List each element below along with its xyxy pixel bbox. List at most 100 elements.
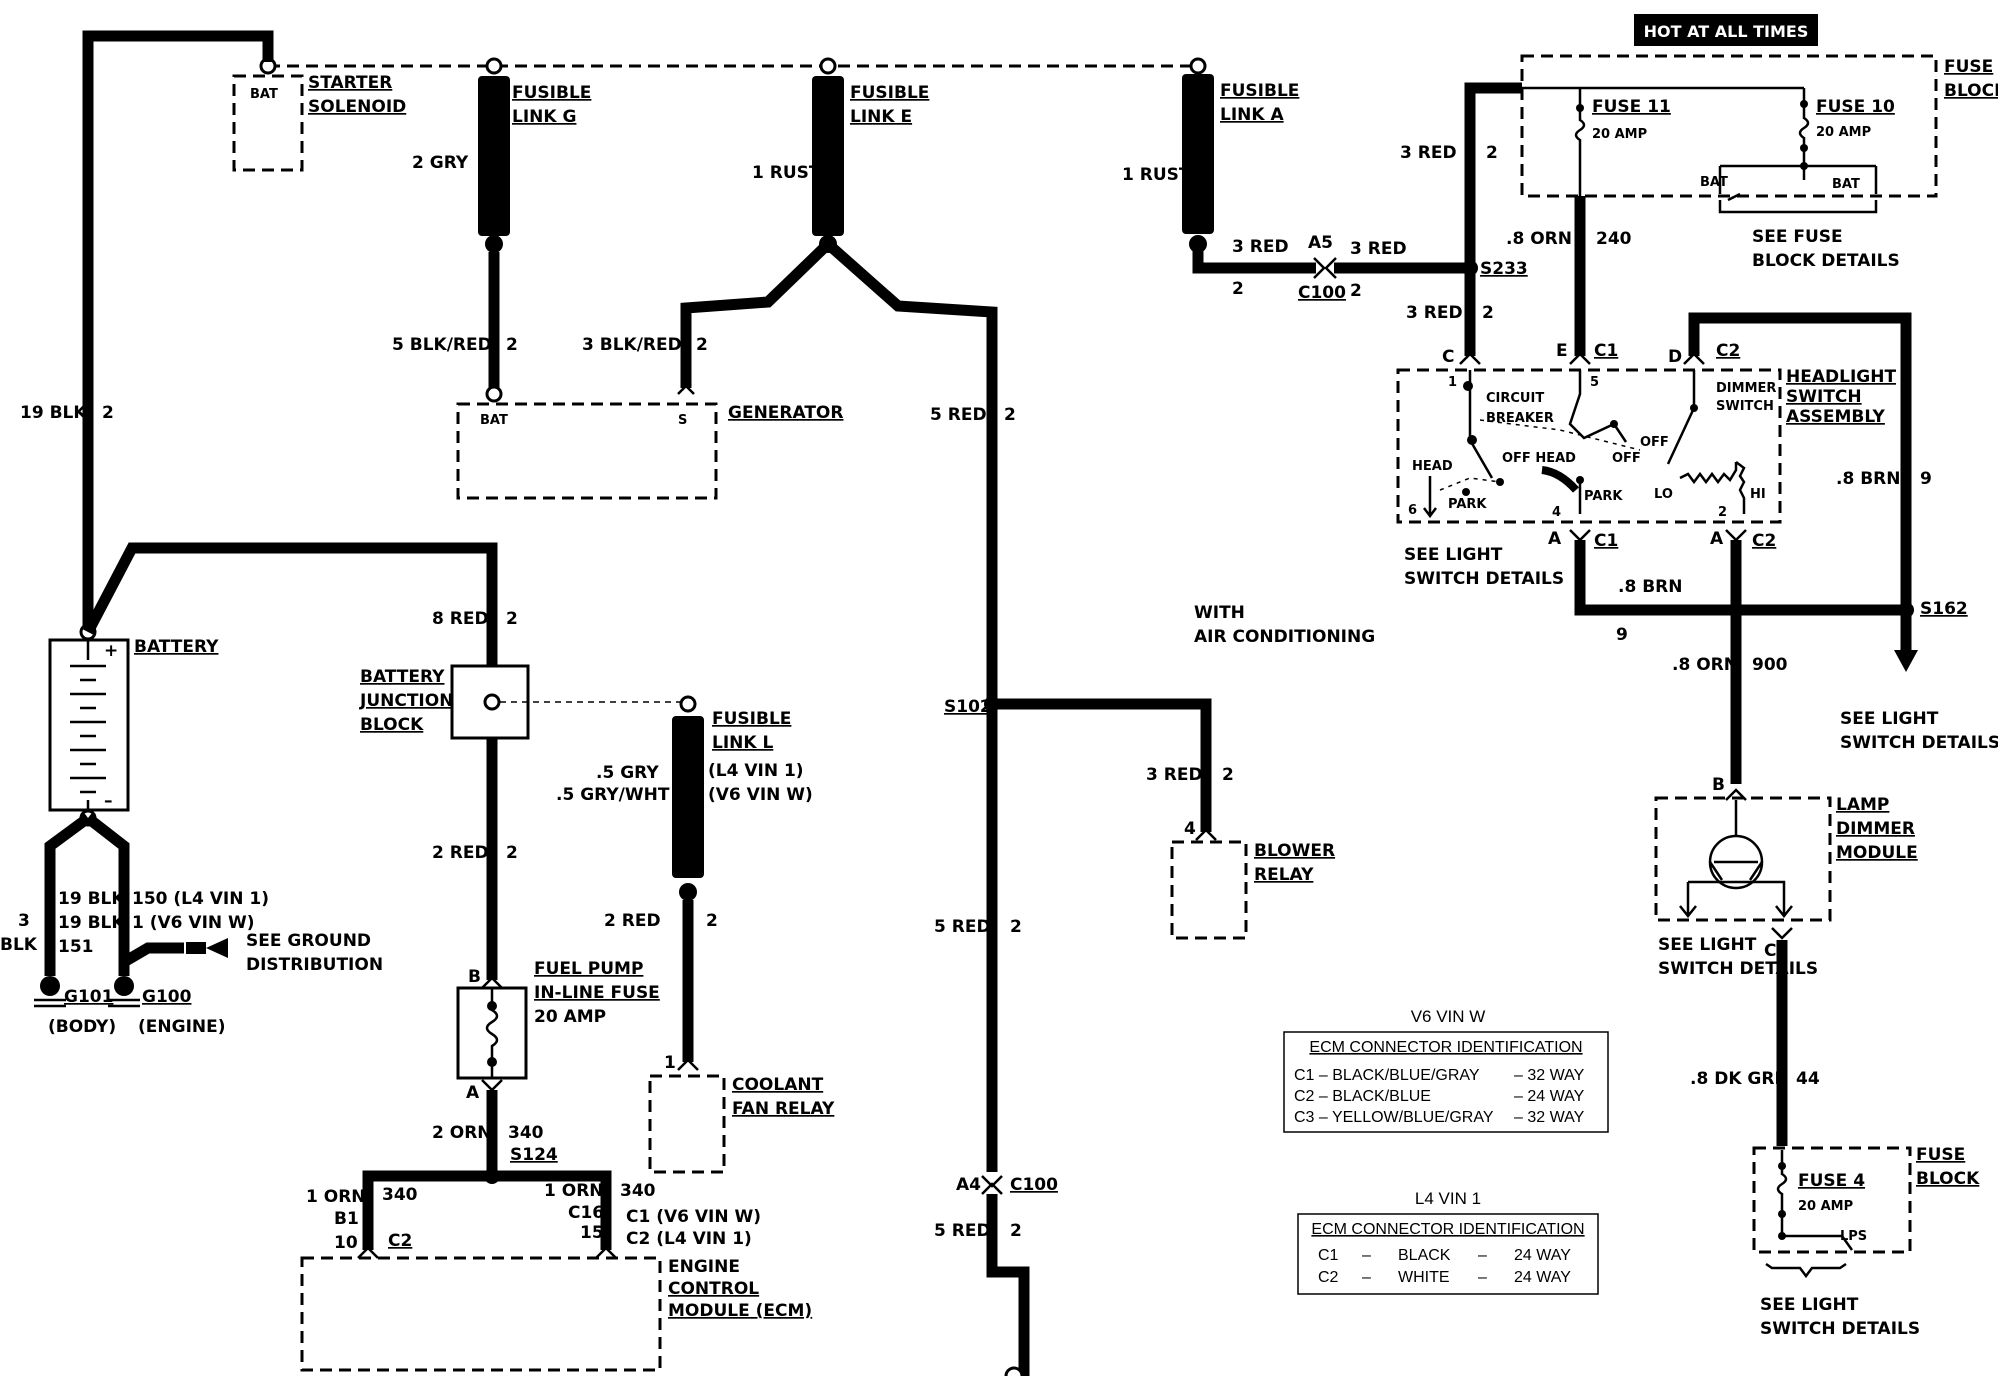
wire-fl-e-generator xyxy=(680,240,832,388)
gen-s-terminal xyxy=(677,384,695,395)
starter-solenoid-box xyxy=(232,74,304,172)
ecm-c2-left: C2 xyxy=(388,1231,412,1251)
ecm-conn-left xyxy=(357,1246,379,1259)
fuse-block-top xyxy=(1520,54,1938,198)
wire-label-5gry: .5 GRY xyxy=(596,763,659,783)
fuse-block-bottom xyxy=(1752,1146,1912,1254)
wire-label-3red-c: 3 RED xyxy=(1400,143,1457,163)
ecm-l4-r2-c4: – xyxy=(1478,1269,1487,1286)
ecm-v6-row2-b: – 24 WAY xyxy=(1514,1088,1585,1105)
see-lsd-label-2a: SWITCH DETAILS xyxy=(1404,569,1564,589)
fl-e-label-2: LINK E xyxy=(850,107,912,127)
fuel-pump-fuse-symbol xyxy=(485,988,499,1078)
hs-off-dot xyxy=(1610,420,1618,428)
fuse-10-label-1: FUSE 10 xyxy=(1816,97,1895,117)
conn-c-label: C xyxy=(1442,347,1454,367)
battery-plus: + xyxy=(104,641,118,661)
gen-bat-node xyxy=(485,385,503,403)
wire-label-a5: A5 xyxy=(1308,233,1333,253)
wire-label-3red-a: 3 RED xyxy=(1232,237,1289,257)
generator-label: GENERATOR xyxy=(728,403,843,423)
wire-label-b1: B1 xyxy=(334,1209,359,1229)
ecm-conn-right xyxy=(595,1246,617,1259)
ground-dist-stub xyxy=(118,942,184,976)
ecm-l4-r1-c3: BLACK xyxy=(1398,1247,1451,1264)
wire-label-19blk-b: 19 BLK xyxy=(58,913,125,933)
see-lsd-label-1d: SEE LIGHT xyxy=(1760,1295,1859,1315)
see-lsd-label-1c: SEE LIGHT xyxy=(1658,935,1757,955)
wire-label-2j: 2 xyxy=(706,911,718,931)
blower-conn xyxy=(1195,828,1217,841)
wire-label-5red-c: 5 RED xyxy=(934,1221,991,1241)
ds-dot xyxy=(1690,404,1698,412)
fusible-link-e xyxy=(812,76,844,236)
wire-label-340a: 340 xyxy=(508,1123,544,1143)
with-ac-1: WITH xyxy=(1194,603,1245,623)
blower-relay-box xyxy=(1170,840,1248,940)
wire-label-3: 3 xyxy=(18,911,30,931)
ground-dist-arrow xyxy=(206,938,228,958)
fl-l-label-2: LINK L xyxy=(712,733,773,753)
sw-lo-label: LO xyxy=(1654,487,1673,502)
wire-label-1rust-b: 1 RUST xyxy=(1122,165,1191,185)
coolant-label-1: COOLANT xyxy=(732,1075,824,1095)
wire-label-340b: 340 xyxy=(382,1185,418,1205)
ground-g101 xyxy=(40,976,60,996)
pin-5: 5 xyxy=(1590,375,1599,390)
ecm-v6-heading: V6 VIN W xyxy=(1411,1007,1486,1026)
ecm-label-2: CONTROL xyxy=(668,1279,759,1299)
head-ground-arrow xyxy=(1423,476,1437,519)
see-lsd-label-2b: SWITCH DETAILS xyxy=(1840,733,1998,753)
fp-pin-a: A xyxy=(466,1083,480,1103)
g100-label: G100 xyxy=(142,987,192,1007)
wire-label-2gry: 2 GRY xyxy=(412,153,469,173)
hot-at-all-times-banner xyxy=(1634,14,1818,46)
wire-s102-blower xyxy=(992,698,1212,832)
ldm-connector-c xyxy=(1771,927,1793,940)
connector-e-top xyxy=(1569,352,1591,365)
generator-box xyxy=(456,402,718,500)
gen-s-label: S xyxy=(678,413,687,428)
with-ac-2: AIR CONDITIONING xyxy=(1194,627,1375,647)
battery-minus: – xyxy=(104,791,113,811)
wire-label-44: 44 xyxy=(1796,1069,1820,1089)
fuse-block-label-2: BLOCK xyxy=(1944,81,1998,101)
ldm-pin-b: B xyxy=(1712,775,1725,795)
wire-label-2e: 2 xyxy=(1232,279,1244,299)
fp-label-1: FUEL PUMP xyxy=(534,959,643,979)
pin-2: 2 xyxy=(1718,505,1727,520)
headlight-label-3: ASSEMBLY xyxy=(1786,407,1886,427)
starter-solenoid-label-2: SOLENOID xyxy=(308,97,406,117)
wire-label-5blkred: 5 BLK/RED xyxy=(392,335,492,355)
fuse-11-label-2: 20 AMP xyxy=(1592,127,1647,142)
ground-dist-connector xyxy=(186,942,206,954)
bus-node-e xyxy=(819,57,837,75)
wire-label-2c: 2 xyxy=(696,335,708,355)
wire-fl-a-s233 xyxy=(1192,244,1316,274)
fl-l-vin-1: (L4 VIN 1) xyxy=(708,761,804,781)
splice-s233-label: S233 xyxy=(1480,259,1528,279)
lamp-dimmer-box xyxy=(1654,796,1832,922)
fuse-4-label-1: FUSE 4 xyxy=(1798,1171,1865,1191)
cb-contact-park xyxy=(1462,488,1470,496)
wire-label-151: 151 xyxy=(58,937,94,957)
conn-c1-label-b: C1 xyxy=(1594,531,1618,551)
pin-6: 6 xyxy=(1408,503,1417,518)
fl-l-label-1: FUSIBLE xyxy=(712,709,791,729)
dimmer-switch-label-1: DIMMER xyxy=(1716,381,1776,396)
fl-l-end xyxy=(679,883,697,901)
coolant-label-2: FAN RELAY xyxy=(732,1099,835,1119)
wire-label-8dkgrn: .8 DK GRN xyxy=(1690,1069,1789,1089)
ecm-v6-row1-a: C1 – BLACK/BLUE/GRAY xyxy=(1294,1067,1480,1084)
connector-a-c1 xyxy=(1569,529,1591,542)
conn-c2-label: C2 xyxy=(1716,341,1740,361)
fusible-link-l xyxy=(672,716,704,878)
ecm-l4-r2-c3: WHITE xyxy=(1398,1269,1450,1286)
wire-battery-g101 xyxy=(44,813,92,976)
ecm-l4-r2-c1: C2 xyxy=(1318,1269,1339,1286)
ecm-l4-r1-c5: 24 WAY xyxy=(1514,1247,1571,1264)
wire-label-5red-a: 5 RED xyxy=(930,405,987,425)
ecm-conn-1: C1 (V6 VIN W) xyxy=(626,1207,761,1227)
fuse-block-b-label-2: BLOCK xyxy=(1916,1169,1980,1189)
blower-pin-4: 4 xyxy=(1184,819,1196,839)
